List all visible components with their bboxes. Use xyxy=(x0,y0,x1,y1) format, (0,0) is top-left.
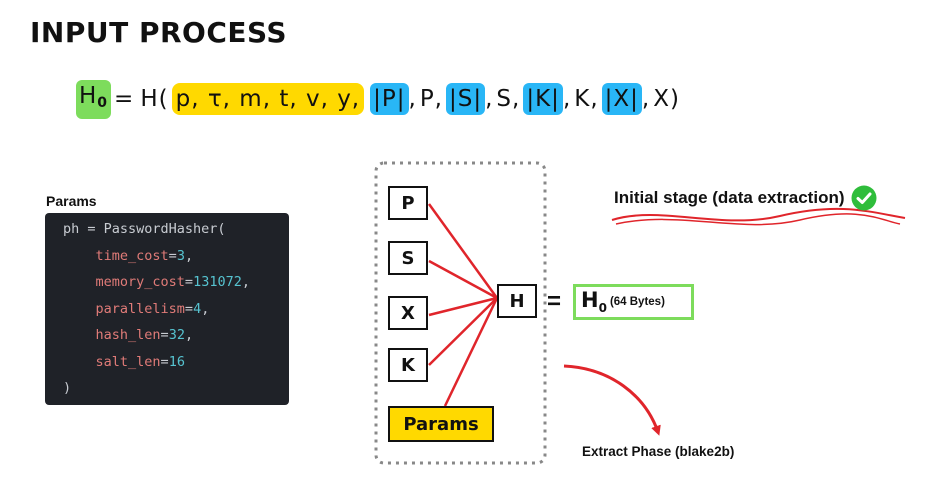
input-x-box: X xyxy=(388,296,428,330)
h0-base: H xyxy=(79,82,98,109)
code-line: ) xyxy=(63,380,72,396)
formula-len-k: |K| xyxy=(523,83,563,115)
formula: H0 = H( p, τ, m, t, v, y, |P| , P, |S| ,… xyxy=(76,79,683,119)
code-block: ph = PasswordHasher( time_cost=3, memory… xyxy=(45,213,289,405)
formula-sep: , xyxy=(485,86,494,112)
code-comma: , xyxy=(241,274,250,290)
code-value: 3 xyxy=(176,247,185,264)
params-label: Params xyxy=(46,193,97,209)
code-key: parallelism xyxy=(95,300,185,317)
code-line: ph = PasswordHasher( xyxy=(63,221,226,237)
formula-h0: H0 xyxy=(76,79,112,119)
code-eq: = xyxy=(168,247,177,264)
h0-subscript: 0 xyxy=(97,94,109,111)
code-value: 4 xyxy=(193,300,202,317)
extract-arrow xyxy=(563,364,661,436)
code-value: 16 xyxy=(168,353,185,370)
code-line: memory_cost=131072, xyxy=(63,269,289,296)
formula-len-x: |X| xyxy=(601,83,642,115)
formula-sep: , xyxy=(408,86,417,112)
result-equals: = xyxy=(547,288,562,315)
input-params-box: Params xyxy=(388,406,494,442)
extract-phase-label: Extract Phase (blake2b) xyxy=(582,444,735,459)
code-eq: = xyxy=(184,300,194,317)
code-comma: , xyxy=(184,247,194,264)
code-value: 32 xyxy=(168,327,185,343)
code-value: 131072 xyxy=(193,274,242,290)
formula-s: S, xyxy=(496,86,521,112)
code-eq: = xyxy=(160,327,169,343)
formula-equals: = xyxy=(114,86,135,112)
page-title: INPUT PROCESS xyxy=(30,16,288,49)
input-p-box: P xyxy=(388,186,428,220)
hash-node-box: H xyxy=(497,284,537,318)
formula-len-p: |P| xyxy=(370,83,409,115)
stage-heading: Initial stage (data extraction) xyxy=(614,185,877,211)
input-k-box: K xyxy=(388,348,428,382)
formula-func-open: H( xyxy=(140,86,169,112)
code-key: salt_len xyxy=(95,353,161,370)
result-box: H0 (64 Bytes) xyxy=(573,284,694,320)
edge-k-to-h xyxy=(428,297,498,366)
edge-s-to-h xyxy=(428,259,498,300)
result-size: (64 Bytes) xyxy=(609,296,665,308)
code-line: hash_len=32, xyxy=(63,322,289,349)
code-key: time_cost xyxy=(95,247,169,264)
stage-underline-squiggle-2 xyxy=(615,213,901,226)
code-key: hash_len xyxy=(95,327,161,343)
code-eq: = xyxy=(184,274,194,290)
edge-x-to-h xyxy=(428,296,498,317)
code-line: salt_len=16 xyxy=(63,349,289,376)
code-comma: , xyxy=(184,327,194,343)
stage-text: Initial stage (data extraction) xyxy=(614,188,845,207)
result-h0-subscript: 0 xyxy=(598,301,607,316)
formula-len-s: |S| xyxy=(446,83,486,115)
code-eq: = xyxy=(160,353,169,370)
check-circle-icon xyxy=(851,185,876,211)
result-h0: H0 xyxy=(581,288,607,315)
result-h0-base: H xyxy=(581,288,599,313)
edge-params-to-h xyxy=(443,297,499,407)
edge-p-to-h xyxy=(427,203,499,299)
code-line: parallelism=4, xyxy=(63,296,289,323)
code-comma: , xyxy=(201,300,210,317)
code-key: memory_cost xyxy=(95,274,185,290)
code-line: time_cost=3, xyxy=(63,243,289,270)
formula-sep: , xyxy=(562,86,572,112)
formula-x-close: X) xyxy=(653,86,680,112)
input-s-box: S xyxy=(388,241,428,275)
formula-p: P, xyxy=(419,86,443,112)
input-group-dashed-border xyxy=(374,161,547,465)
stage-underline-squiggle xyxy=(611,207,906,222)
formula-k: K, xyxy=(574,86,599,112)
formula-param-terms: p, τ, m, t, v, y, xyxy=(171,83,365,115)
formula-sep: , xyxy=(641,86,651,112)
